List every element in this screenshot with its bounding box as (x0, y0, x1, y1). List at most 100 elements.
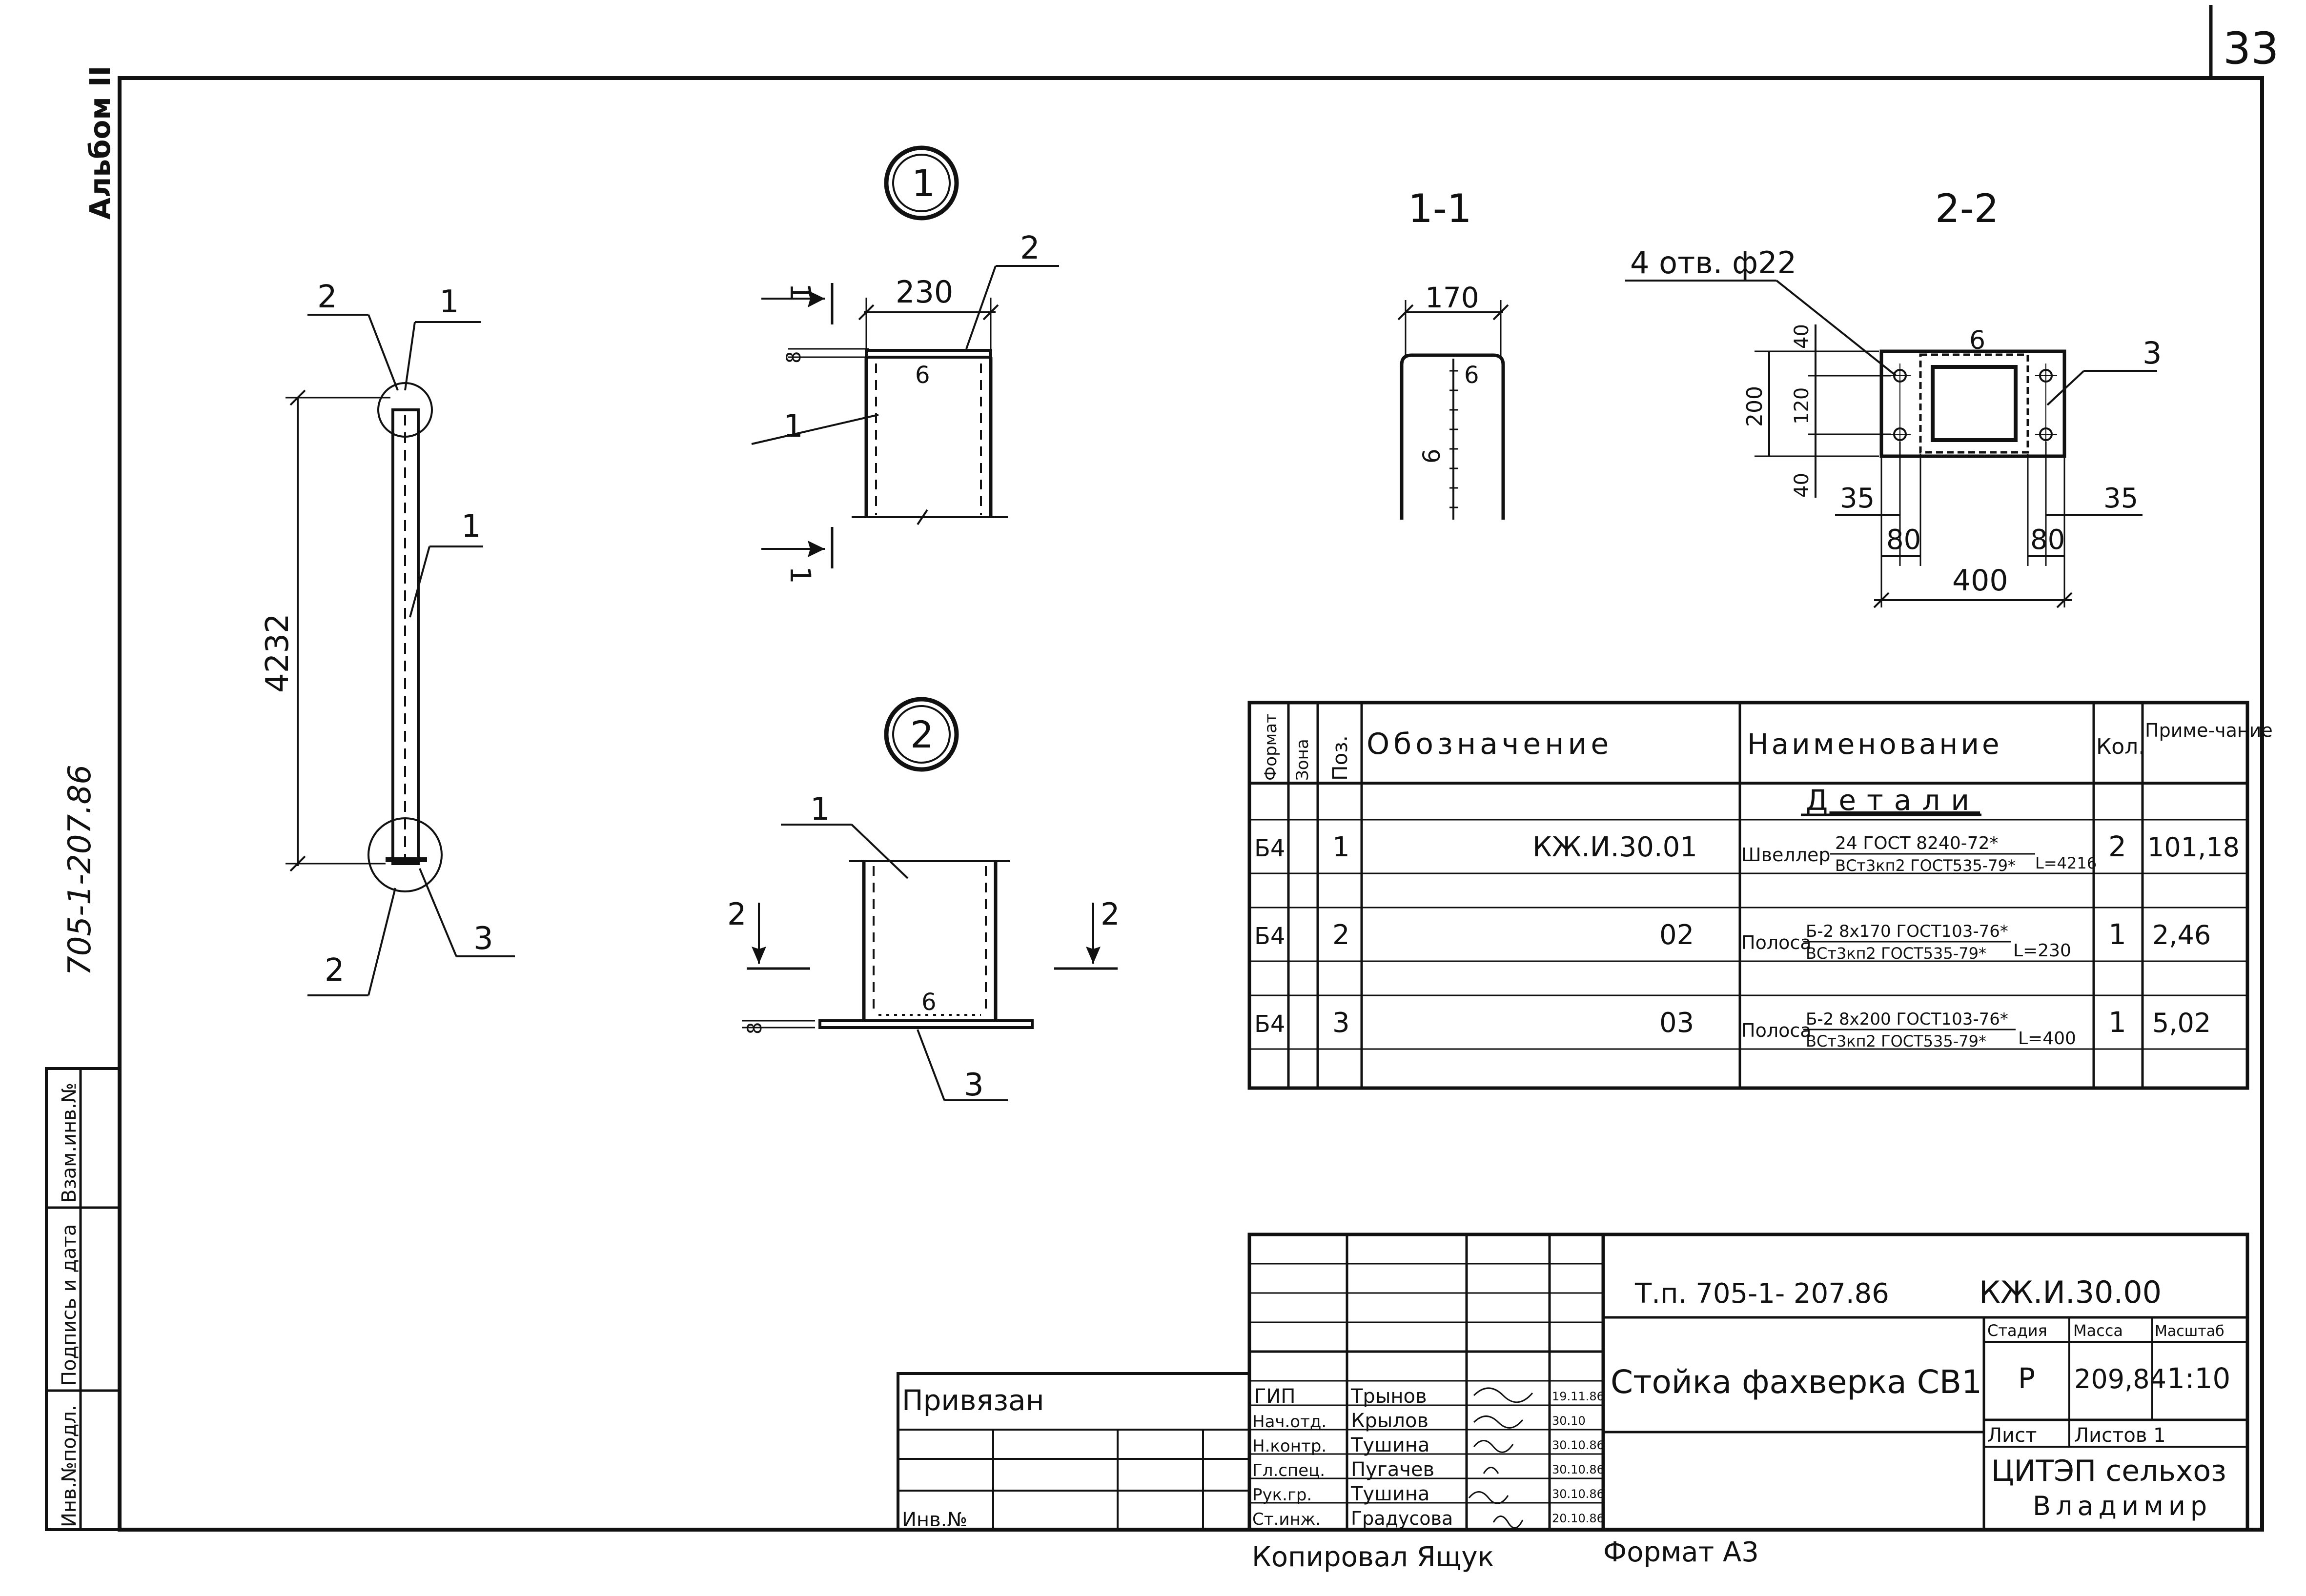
title-scale: 1:10 (2167, 1362, 2230, 1395)
section-2-2-dim-35-left: 35 (1840, 483, 1875, 514)
sign-date: 20.10.86 (1552, 1512, 1604, 1525)
sign-role: Нач.отд. (1252, 1412, 1326, 1432)
copied-by: Копировал Ящук (1252, 1541, 1494, 1573)
detail-2-circle (367, 817, 443, 892)
main-column-view: 4232 2 1 1 2 3 (260, 279, 515, 996)
section-2-2-dim-120: 120 (1791, 387, 1813, 424)
detail-1-callout-1: 1 (783, 408, 803, 444)
spec-header-qty: Кол. (2096, 734, 2145, 759)
spec-header-format: Формат (1261, 713, 1281, 781)
sign-date: 30.10 (1552, 1414, 1586, 1428)
section-2-2-holes: 4 отв. ф22 (1630, 245, 1796, 281)
sign-date: 19.11.86 (1552, 1390, 1604, 1403)
section-2-2-dim-200: 200 (1742, 386, 1767, 427)
sign-date: 30.10.86 (1552, 1463, 1604, 1476)
title-organization-2: Владимир (2033, 1491, 2212, 1521)
spec-section-title: Детали (1806, 784, 1980, 817)
spec-row-note: 101,18 (2147, 832, 2240, 863)
detail-1-thickness: 8 (783, 351, 805, 364)
section-2-2-dim-80-right: 80 (2030, 524, 2065, 556)
section-2-2-dim-400: 400 (1952, 564, 2008, 598)
detail-2-number: 2 (910, 713, 934, 756)
album-label: Альбом II (83, 66, 117, 220)
section-2-2-weld: 6 (1969, 326, 1985, 355)
detail-2-callout-3: 3 (964, 1067, 984, 1103)
sign-date: 30.10.86 (1552, 1487, 1604, 1501)
detail-1-callout-2: 2 (1020, 230, 1040, 266)
section-1-1: 1-1 170 6 6 (1397, 186, 1509, 520)
detail-1-section-mark-top: 1 (784, 283, 817, 301)
spec-row-name-bottom: ВСт3кп2 ГОСТ535-79* (1835, 856, 2016, 875)
section-1-1-width: 170 (1425, 281, 1479, 314)
spec-row-length: L=400 (2018, 1029, 2076, 1049)
title-drawing-name: Стойка фахверка СВ1 (1611, 1363, 1982, 1401)
section-1-1-weld-top: 6 (1464, 362, 1479, 389)
spec-table: Формат Зона Поз. Обозначение Наименовани… (1247, 701, 2273, 1090)
spec-row-name-top: Б-2 8х170 ГОСТ103-76* (1806, 922, 2008, 941)
section-2-2-dim-80-left: 80 (1886, 524, 1921, 556)
spec-row-name-top: 24 ГОСТ 8240-72* (1835, 833, 1999, 853)
sign-name: Пугачев (1351, 1458, 1434, 1481)
side-stamp: Инв.№подл. Подпись и дата Взам.инв.№ (45, 1067, 121, 1531)
spec-row-name-bottom: ВСт3кп2 ГОСТ535-79* (1806, 1032, 1986, 1051)
title-tied-label: Привязан (902, 1384, 1044, 1417)
spec-row-name-bottom: ВСт3кп2 ГОСТ535-79* (1806, 944, 1986, 963)
sign-date: 30.10.86 (1552, 1438, 1604, 1452)
spec-row-pos: 1 (1332, 831, 1350, 863)
main-callout-2-top: 2 (317, 279, 337, 315)
spec-row-length: L=4216 (2035, 854, 2097, 872)
spec-row-pos: 2 (1332, 919, 1350, 951)
spec-row-format: Б4 (1254, 923, 1285, 950)
section-1-1-weld-side: 6 (1418, 448, 1446, 464)
sign-role: Н.контр. (1252, 1436, 1326, 1456)
title-organization-1: ЦИТЭП сельхоз (1991, 1454, 2226, 1488)
section-2-2-callout-3: 3 (2143, 335, 2162, 371)
sheet-format: Формат А3 (1603, 1536, 1759, 1568)
section-1-1-title: 1-1 (1408, 186, 1472, 231)
title-sheet-label: Лист (1987, 1424, 2037, 1447)
detail-1-weld: 6 (915, 362, 930, 389)
detail-1-section-mark-bottom: 1 (784, 566, 817, 584)
section-2-2: 2-2 4 отв. ф22 6 3 200 40 120 40 (1625, 186, 2162, 608)
spec-header-name: Наименование (1747, 727, 2002, 761)
spec-row-length: L=230 (2013, 941, 2071, 961)
sign-name: Тушина (1350, 1483, 1429, 1505)
detail-2-section-mark-left: 2 (727, 896, 746, 932)
sheet-number-box: 33 (2209, 5, 2279, 78)
main-callout-3: 3 (473, 921, 493, 957)
side-code: 705-1-207.86 (62, 765, 98, 976)
sign-name: Трынов (1350, 1385, 1427, 1408)
spec-header-note: Приме-чание (2145, 720, 2273, 741)
main-callout-1-mid: 1 (461, 508, 481, 545)
spec-row-designation: 02 (1659, 919, 1694, 951)
title-mass: 209,84 (2074, 1364, 2166, 1394)
main-callout-2-bottom: 2 (325, 952, 345, 989)
detail-1-number: 1 (912, 162, 935, 205)
detail-1-circle (377, 382, 433, 438)
detail-2-weld: 6 (921, 989, 937, 1016)
spec-header-designation: Обозначение (1367, 727, 1612, 761)
sign-name: Тушина (1350, 1434, 1429, 1456)
title-block: ГИП Трынов 19.11.86 Нач.отд. Крылов 30.1… (897, 1232, 2249, 1532)
section-2-2-dim-35-right: 35 (2103, 483, 2138, 514)
sign-role: ГИП (1254, 1385, 1295, 1408)
detail-2: 2 6 8 2 2 1 3 (727, 697, 1120, 1103)
main-callout-1-top: 1 (439, 284, 459, 320)
title-stage: Р (2018, 1362, 2035, 1395)
spec-row-name-prefix: Швеллер (1741, 844, 1831, 866)
detail-2-section-mark-right: 2 (1101, 896, 1120, 932)
title-inv-label: Инв.№ (902, 1509, 967, 1531)
spec-row-name-top: Б-2 8х200 ГОСТ103-76* (1806, 1010, 2008, 1029)
detail-2-thickness: 8 (744, 1022, 766, 1034)
spec-row-format: Б4 (1254, 835, 1285, 862)
title-mass-label: Масса (2073, 1321, 2123, 1340)
title-code: КЖ.И.30.00 (1979, 1274, 2162, 1310)
sign-role: Ст.инж. (1252, 1510, 1321, 1529)
side-stamp-inv: Инв.№подл. (58, 1405, 81, 1527)
title-scale-label: Масштаб (2155, 1323, 2224, 1340)
section-2-2-title: 2-2 (1935, 186, 1999, 231)
spec-header-pos: Поз. (1328, 735, 1352, 781)
detail-1: 1 1 1 230 8 6 2 1 (751, 145, 1059, 584)
sign-name: Крылов (1351, 1410, 1428, 1432)
